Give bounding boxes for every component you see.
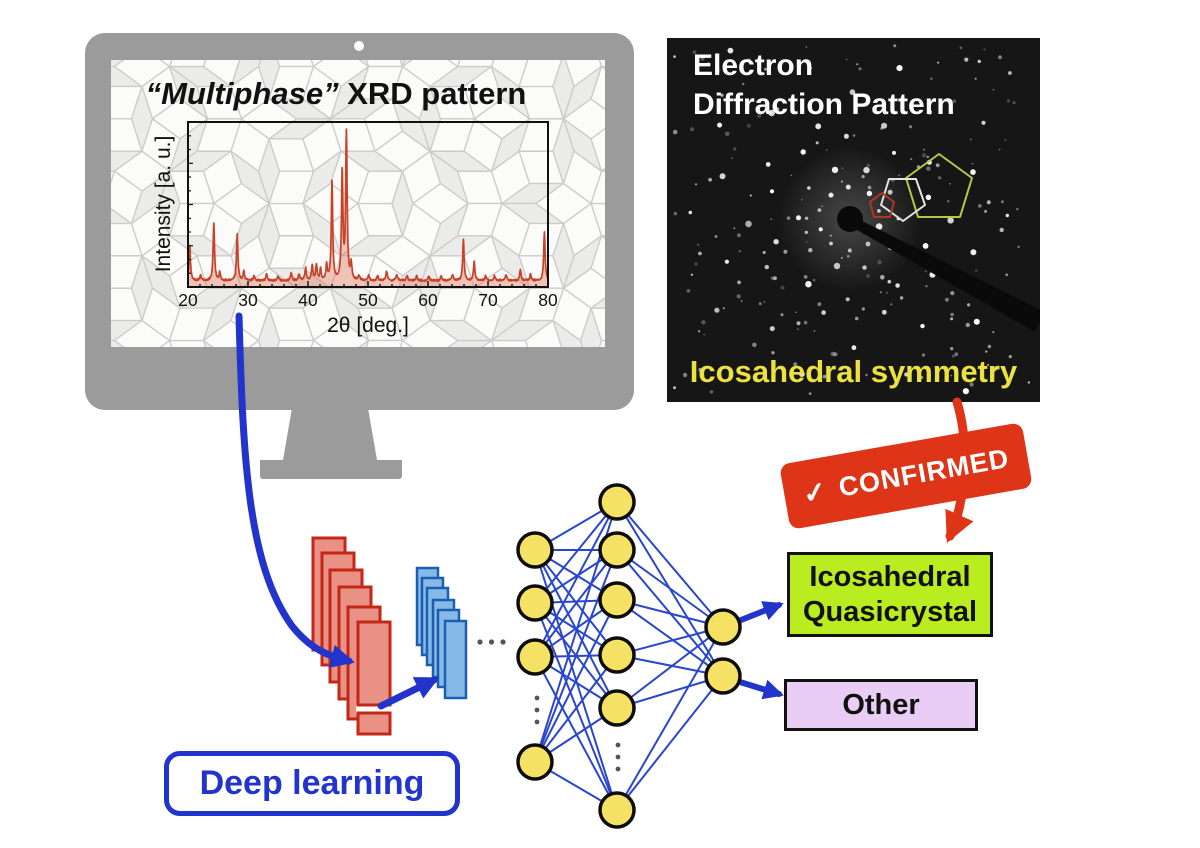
result-quasicrystal-line2: Quasicrystal — [802, 595, 978, 628]
deep-learning-label: Deep learning — [199, 764, 425, 802]
title-rest: XRD pattern — [338, 76, 527, 111]
x-tick-label: 60 — [418, 290, 438, 310]
x-tick-label: 40 — [298, 290, 318, 310]
network-nodes — [516, 483, 742, 829]
quote-close: ” — [323, 76, 339, 111]
arrow-output-to-other — [737, 679, 784, 700]
network-node — [598, 636, 636, 674]
network-node — [516, 584, 554, 622]
monitor-screen: 20 30 40 50 60 70 80 Intensity [a. u.] 2θ [deg… — [111, 60, 605, 347]
diffraction-spots — [672, 44, 1031, 395]
cnn-feature-maps-blue — [415, 566, 468, 700]
title-word-multiphase: Multiphase — [161, 76, 324, 111]
monitor-stand-neck — [283, 408, 377, 460]
confirmed-badge: ✓CONFIRMED — [779, 422, 1033, 530]
deep-learning-label-box: Deep learning — [164, 751, 460, 816]
ellipsis-dots — [477, 639, 621, 772]
xrd-title: “Multiphase” XRD pattern — [111, 76, 561, 112]
penrose-tiling-background — [111, 60, 605, 347]
x-tick-label: 50 — [358, 290, 378, 310]
badge-label: CONFIRMED — [836, 442, 1012, 503]
arrow-output-to-quasicrystal — [738, 601, 784, 623]
result-other-label: Other — [842, 688, 920, 721]
quote-open: “ — [145, 76, 162, 111]
edp-title-line1: Electron — [693, 49, 814, 82]
network-connections — [534, 501, 724, 811]
medium-pentagon — [880, 178, 926, 222]
result-box-other: Other — [784, 679, 978, 731]
beam-stopper — [837, 206, 1040, 332]
x-axis-label: 2θ [deg.] — [327, 314, 409, 337]
xrd-chart: 20 30 40 50 60 70 80 — [178, 121, 558, 310]
small-pentagon — [869, 192, 895, 218]
network-node — [598, 581, 636, 619]
result-box-quasicrystal: Icosahedral Quasicrystal — [787, 552, 993, 637]
edp-caption: Icosahedral symmetry — [689, 354, 1018, 389]
arrow-red-to-blue-stack — [377, 676, 440, 710]
network-node — [704, 657, 742, 695]
network-node — [598, 483, 636, 521]
pentagon-overlays — [869, 153, 973, 222]
network-node — [598, 531, 636, 569]
large-pentagon — [905, 153, 973, 218]
check-icon: ✓ — [800, 474, 830, 510]
network-node — [516, 638, 554, 676]
y-axis-label: Intensity [a. u.] — [152, 136, 175, 273]
edp-title-line2: Diffraction Pattern — [693, 88, 955, 121]
result-quasicrystal-line1: Icosahedral — [809, 561, 971, 594]
network-node — [516, 743, 554, 781]
electron-diffraction-panel: Electron Diffraction Pattern Icosahedral… — [667, 38, 1040, 402]
x-tick-label: 80 — [538, 290, 558, 310]
cnn-feature-maps-red — [311, 536, 392, 736]
monitor-stand-base — [260, 460, 402, 479]
x-tick-label: 70 — [478, 290, 498, 310]
x-tick-label: 30 — [238, 290, 258, 310]
network-node — [516, 531, 554, 569]
x-tick-label: 20 — [178, 290, 198, 310]
webcam-dot-icon — [354, 41, 364, 51]
network-node — [598, 791, 636, 829]
network-node — [598, 689, 636, 727]
network-node — [704, 608, 742, 646]
edp-title: Electron Diffraction Pattern — [693, 46, 955, 124]
